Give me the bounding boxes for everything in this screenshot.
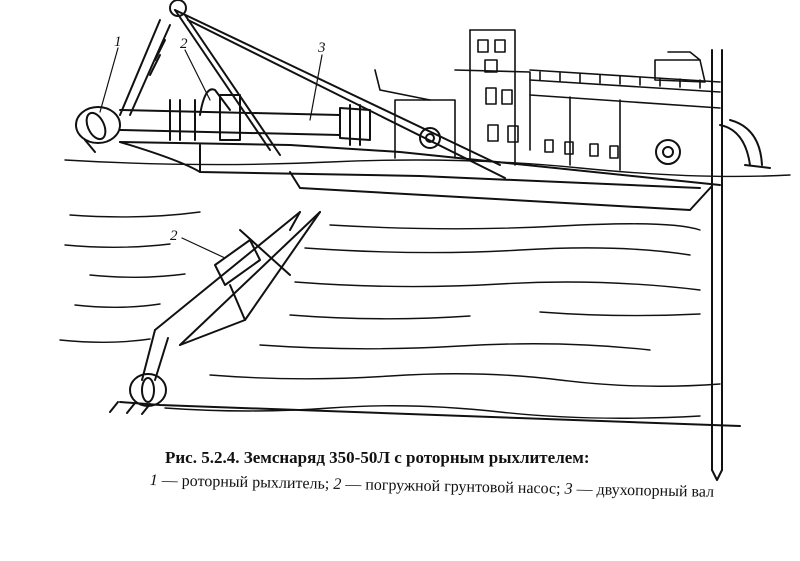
water-lines: [59, 159, 791, 419]
hull: [119, 141, 721, 211]
legend-text-2: погружной грунтовой насос;: [365, 476, 561, 498]
legend-num-2: 2: [333, 475, 342, 494]
figure-caption-title: Рис. 5.2.4. Земснаряд 350-50Л с роторным…: [165, 448, 590, 467]
callout-1-top: 1: [114, 34, 122, 50]
superstructure: [374, 29, 721, 171]
callout-leaders: [99, 47, 323, 259]
rotary-loosener-top: [75, 106, 121, 153]
legend-text-1: роторный рыхлитель;: [181, 472, 330, 493]
ground-bed: [109, 401, 741, 427]
legend-text-3: двухопорный вал: [596, 481, 715, 501]
callout-3: 3: [317, 40, 326, 56]
callout-2-top: 2: [180, 36, 188, 52]
legend-num-1: 1: [149, 471, 158, 490]
legend-num-3: 3: [564, 480, 573, 498]
spud-pile: [711, 49, 723, 481]
ladder-shaft: [119, 0, 681, 179]
submerged-ladder: [141, 211, 321, 381]
suction-pipe: [119, 94, 771, 169]
rotary-loosener-bottom: [129, 373, 167, 407]
callout-2-bottom: 2: [170, 228, 178, 244]
legend-dash-2: —: [345, 476, 362, 494]
legend-dash-1: —: [161, 472, 178, 490]
legend-dash-3: —: [576, 480, 593, 499]
